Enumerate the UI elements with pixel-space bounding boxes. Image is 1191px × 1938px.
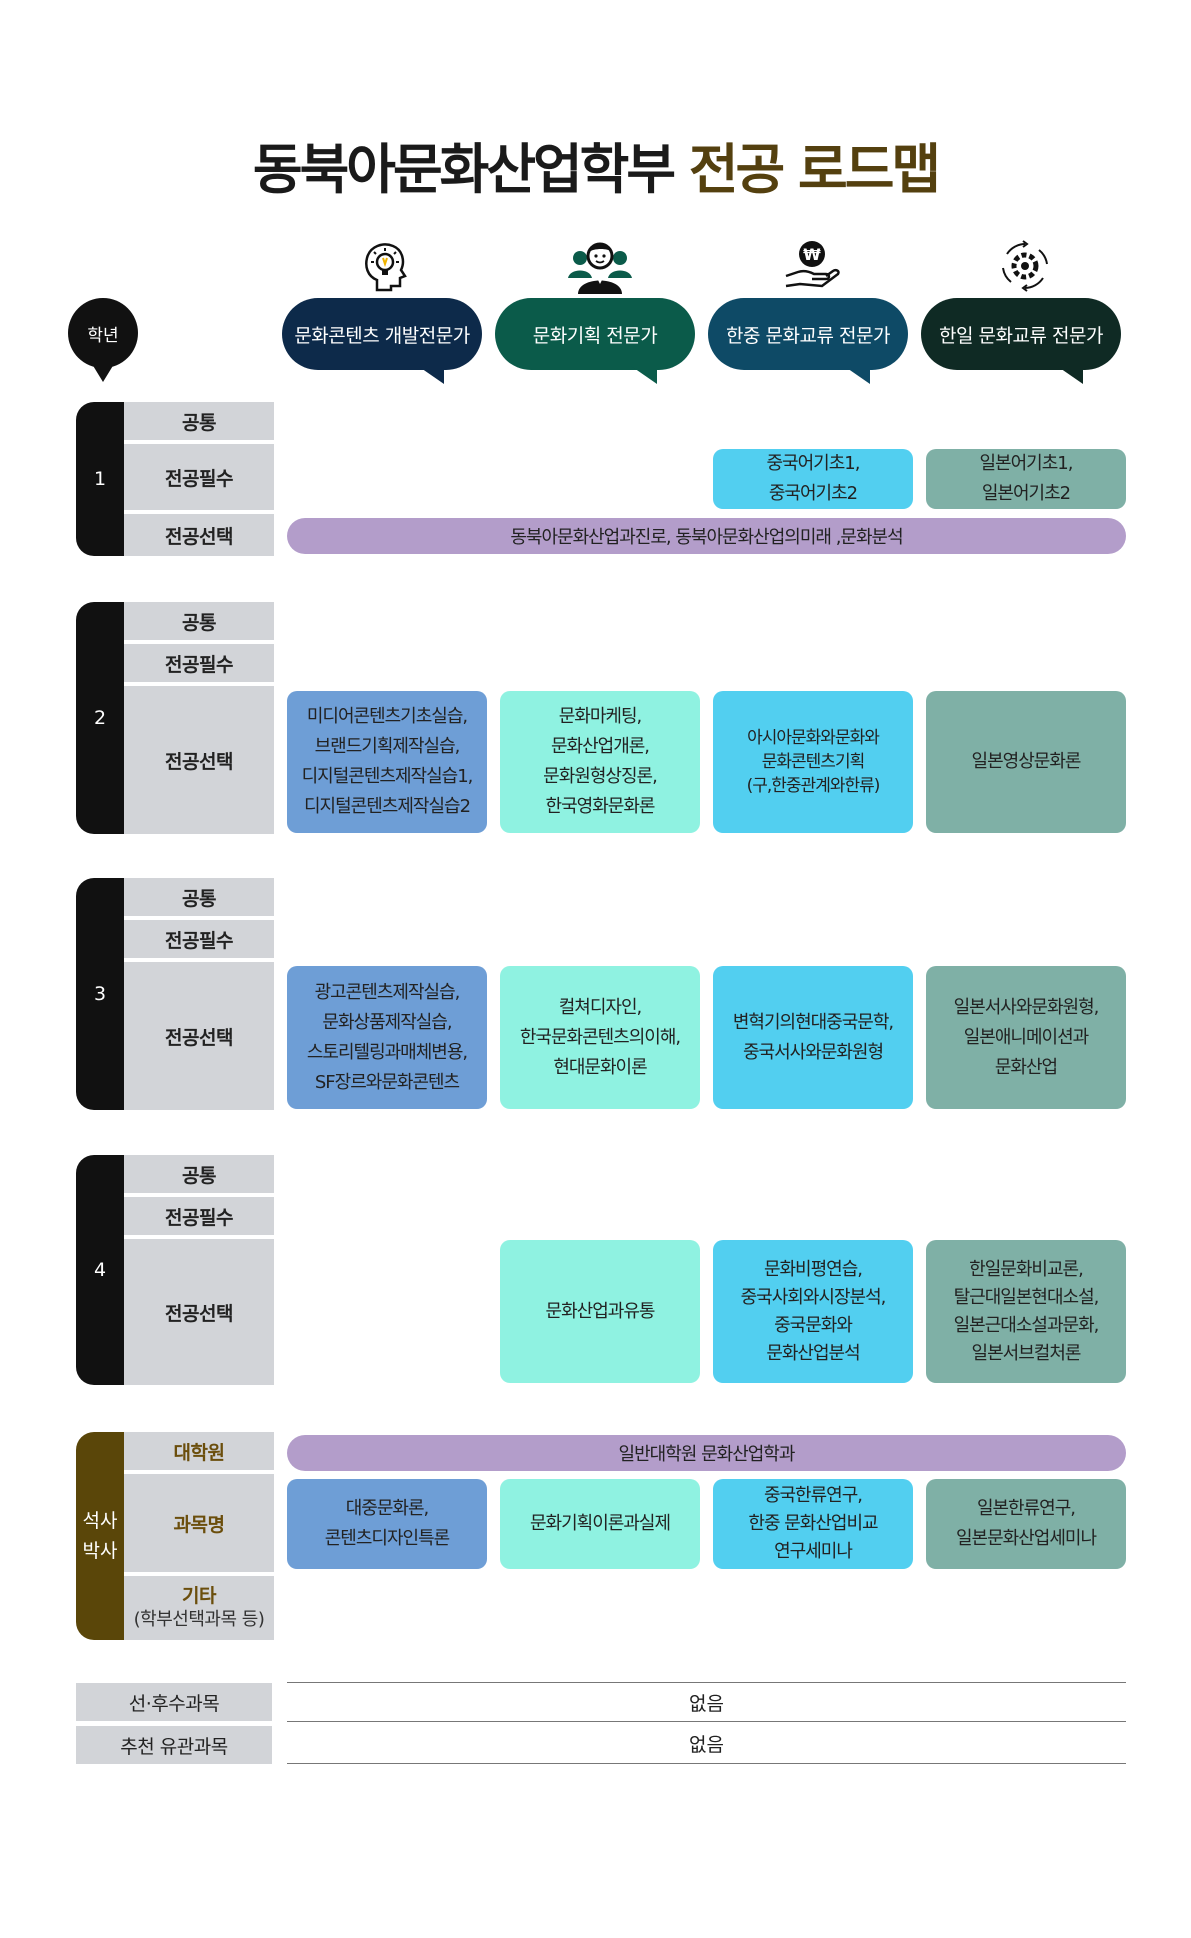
lightbulb-head-icon	[365, 243, 407, 292]
grade-header-pin: 학년	[68, 298, 138, 382]
year-4-badge: 4	[76, 1155, 124, 1385]
course-box: 문화비평연습, 중국사회와시장분석, 중국문화와 문화산업분석	[713, 1240, 913, 1383]
title-main: 동북아문화산업학부	[252, 138, 676, 201]
track-culture-planner: 문화기획 전문가	[495, 298, 695, 384]
course-box: 중국한류연구, 한중 문화산업비교 연구세미나	[713, 1479, 913, 1569]
track-korea-japan-exchange: 한일 문화교류 전문가	[921, 298, 1121, 384]
course-box: 일본영상문화론	[926, 691, 1126, 833]
label-elective: 전공선택	[124, 514, 274, 556]
year-number: 3	[93, 983, 107, 1005]
course-box: 일본어기초1, 일본어기초2	[926, 449, 1126, 509]
label-required: 전공필수	[124, 1197, 274, 1235]
graduate-bar: 일반대학원 문화산업학과	[287, 1435, 1126, 1471]
label-required: 전공필수	[124, 444, 274, 510]
label-graduate-school: 대학원	[124, 1432, 274, 1470]
course-box: 일본한류연구, 일본문화산업세미나	[926, 1479, 1126, 1569]
track-label: 문화기획 전문가	[532, 324, 658, 347]
course-box: 컬쳐디자인, 한국문화콘텐츠의이해, 현대문화이론	[500, 966, 700, 1109]
year-number: 4	[93, 1259, 107, 1281]
label-common: 공통	[124, 402, 274, 440]
course-box: 한일문화비교론, 탈근대일본현대소설, 일본근대소설과문화, 일본서브컬처론	[926, 1240, 1126, 1383]
label-course-names: 과목명	[124, 1474, 274, 1572]
year-2-badge: 2	[76, 602, 124, 834]
year-number: 1	[93, 468, 107, 490]
title-highlight: 전공 로드맵	[688, 138, 941, 201]
course-box: 아시아문화와문화와 문화콘텐츠기획 (구,한중관계와한류)	[713, 691, 913, 833]
page-title: 동북아문화산업학부 전공 로드맵	[0, 138, 1191, 202]
label-elective: 전공선택	[124, 686, 274, 834]
year-3-badge: 3	[76, 878, 124, 1110]
footer-related-value: 없음	[287, 1724, 1126, 1764]
track-content-developer: 문화콘텐츠 개발전문가	[282, 298, 482, 384]
label-common: 공통	[124, 1155, 274, 1193]
svg-text:₩: ₩	[803, 245, 821, 264]
course-box: 대중문화론, 콘텐츠디자인특론	[287, 1479, 487, 1569]
label-common: 공통	[124, 878, 274, 916]
course-box: 광고콘텐츠제작실습, 문화상품제작실습, 스토리텔링과매체변용, SF장르와문화…	[287, 966, 487, 1109]
label-elective: 전공선택	[124, 962, 274, 1110]
course-box: 문화산업과유통	[500, 1240, 700, 1383]
footer-related-label: 추천 유관과목	[76, 1726, 272, 1764]
person-group-icon	[568, 242, 632, 294]
graduate-badge: 석사 박사	[76, 1432, 124, 1640]
course-box: 중국어기초1, 중국어기초2	[713, 449, 913, 509]
course-box: 변혁기의현대중국문학, 중국서사와문화원형	[713, 966, 913, 1109]
track-korea-china-exchange: 한중 문화교류 전문가	[708, 298, 908, 384]
course-box: 문화마케팅, 문화산업개론, 문화원형상징론, 한국영화문화론	[500, 691, 700, 833]
other-label: 기타	[182, 1585, 216, 1607]
track-label: 한일 문화교류 전문가	[939, 324, 1103, 347]
label-common: 공통	[124, 602, 274, 640]
gear-cycle-icon	[1002, 240, 1048, 292]
label-elective: 전공선택	[124, 1239, 274, 1385]
course-box: 문화기획이론과실제	[500, 1479, 700, 1569]
grade-header-label: 학년	[87, 325, 119, 346]
label-required: 전공필수	[124, 644, 274, 682]
graduate-label-line1: 석사	[82, 1510, 118, 1532]
label-other: 기타 (학부선택과목 등)	[124, 1576, 274, 1640]
course-bar: 동북아문화산업과진로, 동북아문화산업의미래 ,문화분석	[287, 518, 1126, 554]
graduate-label-line2: 박사	[82, 1540, 118, 1562]
track-label: 한중 문화교류 전문가	[726, 324, 890, 347]
year-1-badge: 1	[76, 402, 124, 556]
track-label: 문화콘텐츠 개발전문가	[294, 324, 470, 347]
course-box: 미디어콘텐츠기초실습, 브랜드기획제작실습, 디지털콘텐츠제작실습1, 디지털콘…	[287, 691, 487, 833]
hand-coin-icon: ₩	[785, 241, 840, 288]
other-sub-label: (학부선택과목 등)	[133, 1609, 265, 1630]
year-number: 2	[93, 707, 107, 729]
footer-prerequisite-value: 없음	[287, 1682, 1126, 1722]
footer-prerequisite-label: 선·후수과목	[76, 1683, 272, 1721]
label-required: 전공필수	[124, 920, 274, 958]
course-box: 일본서사와문화원형, 일본애니메이션과 문화산업	[926, 966, 1126, 1109]
